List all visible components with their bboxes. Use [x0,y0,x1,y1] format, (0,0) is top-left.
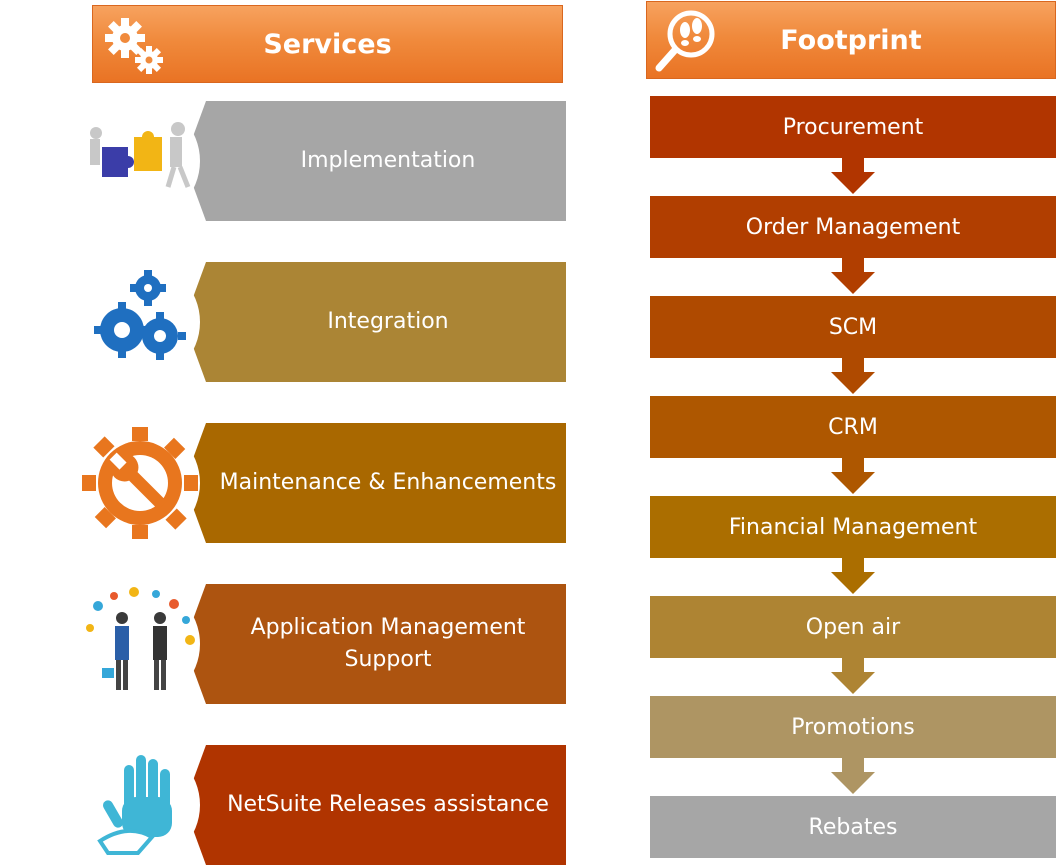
down-arrow-icon [831,556,875,594]
service-bar-netsuite-releases [184,745,566,865]
footprint-label: CRM [828,414,878,440]
footprint-step-order-management: Order Management [650,196,1056,258]
down-arrow-icon [831,156,875,194]
footprint-label: Financial Management [728,514,978,540]
footprint-step-scm: SCM [650,296,1056,358]
footprint-step-promotions: Promotions [650,696,1056,758]
blue-gears-icon [94,270,186,360]
down-arrow-icon [831,356,875,394]
service-label-integration: Integration [327,309,449,334]
business-people-icon [86,587,195,690]
footprint-label: Order Management [745,214,961,240]
service-label-application-management: Application Management Support [250,615,526,672]
footprint-label: Procurement [782,114,924,140]
service-bar-maintenance [184,423,566,543]
down-arrow-icon [831,656,875,694]
services-title: Services [263,28,392,60]
footprint-header: Footprint [646,1,1056,79]
puzzle-people-icon [90,122,191,188]
helping-hand-icon [97,755,172,855]
services-header: Services [92,5,563,83]
service-label-implementation: Implementation [300,148,476,173]
footprint-label: Promotions [791,714,915,740]
service-label-netsuite-releases: NetSuite Releases assistance [227,792,549,817]
service-label-maintenance: Maintenance & Enhancements [219,470,557,495]
down-arrow-icon [831,756,875,794]
footprint-magnifier-icon [655,10,715,72]
gears-icon [105,18,163,74]
down-arrow-icon [831,456,875,494]
service-bar-integration [184,262,566,382]
wrench-gear-icon [82,427,198,539]
down-arrow-icon [831,256,875,294]
footprint-label: Open air [805,614,901,640]
footprint-label: Rebates [808,814,898,840]
footprint-step-rebates: Rebates [650,796,1056,858]
footprint-step-open-air: Open air [650,596,1056,658]
service-bar-application-management [184,584,566,704]
footprint-title: Footprint [780,24,922,56]
footprint-step-procurement: Procurement [650,96,1056,158]
service-bar-implementation [184,101,566,221]
footprint-label: SCM [828,314,878,340]
footprint-step-financial-management: Financial Management [650,496,1056,558]
footprint-step-crm: CRM [650,396,1056,458]
